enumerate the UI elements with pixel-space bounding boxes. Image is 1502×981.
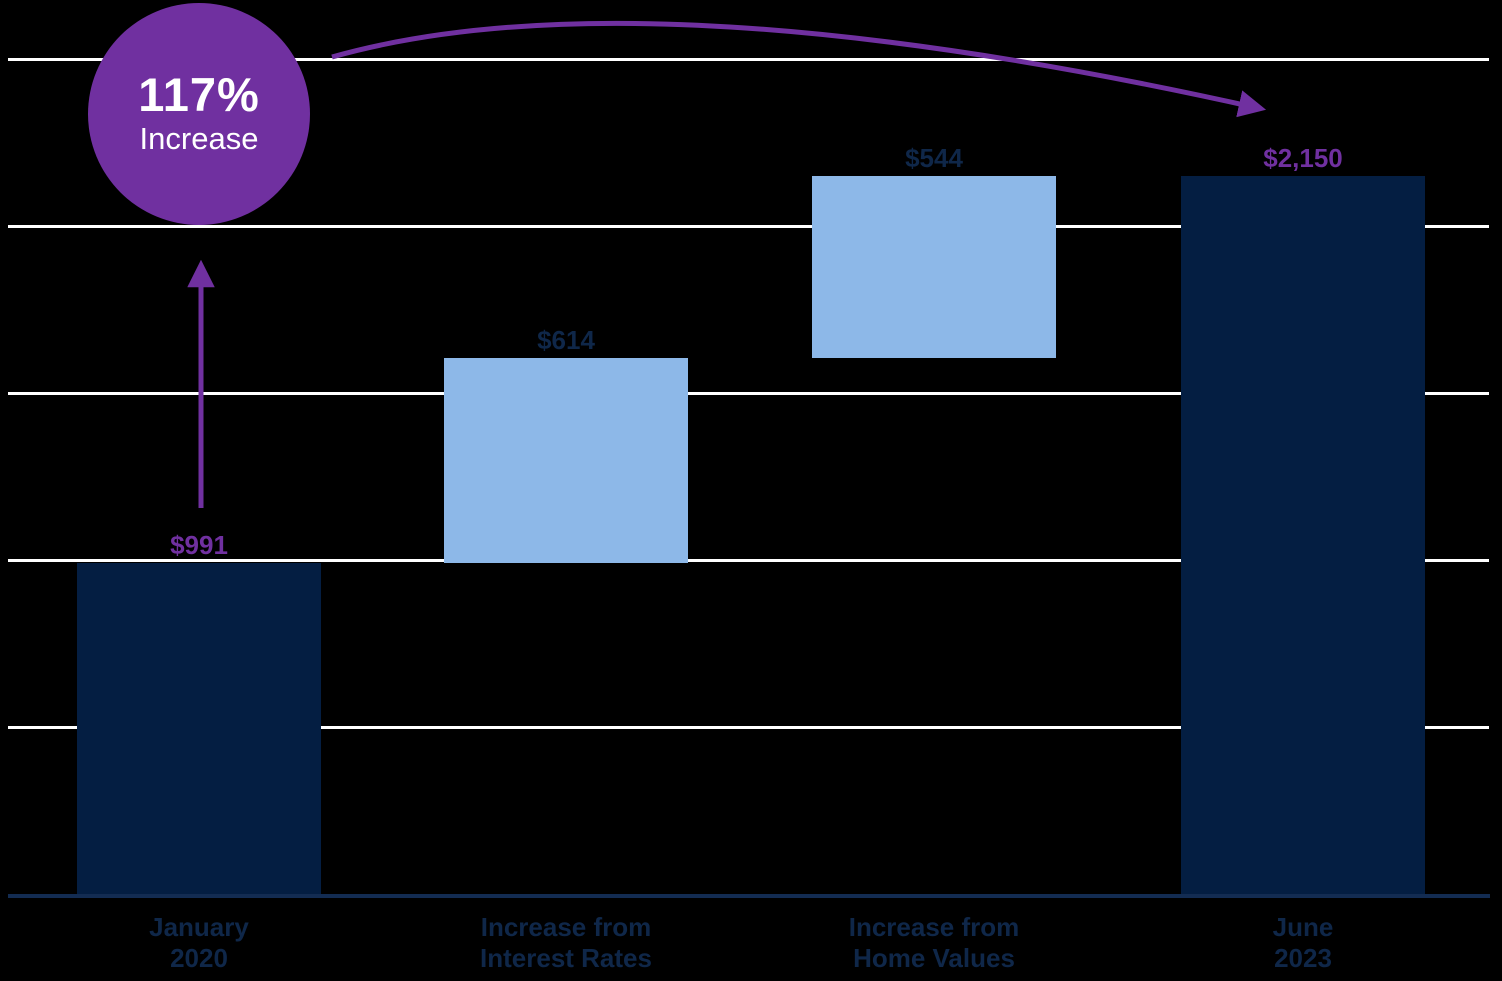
bar-1 — [77, 563, 321, 894]
gridline — [8, 224, 1489, 228]
bar-value-label: $544 — [905, 143, 963, 174]
badge-subtext: Increase — [139, 121, 259, 156]
badge-headline: 117% — [138, 68, 260, 121]
bar-2 — [444, 357, 688, 563]
gridline — [8, 558, 1489, 562]
bar-value-label: $2,150 — [1263, 142, 1343, 173]
bar-value-label: $991 — [170, 530, 228, 560]
bar-4 — [1181, 175, 1425, 894]
gridline — [8, 725, 1489, 729]
increase-badge: 117% Increase — [88, 3, 310, 225]
x-axis-line — [8, 894, 1490, 898]
bar-3 — [812, 176, 1056, 358]
curve-arrow-icon — [331, 20, 1267, 118]
gridline — [8, 391, 1489, 395]
bar-value-label: $614 — [537, 324, 595, 355]
